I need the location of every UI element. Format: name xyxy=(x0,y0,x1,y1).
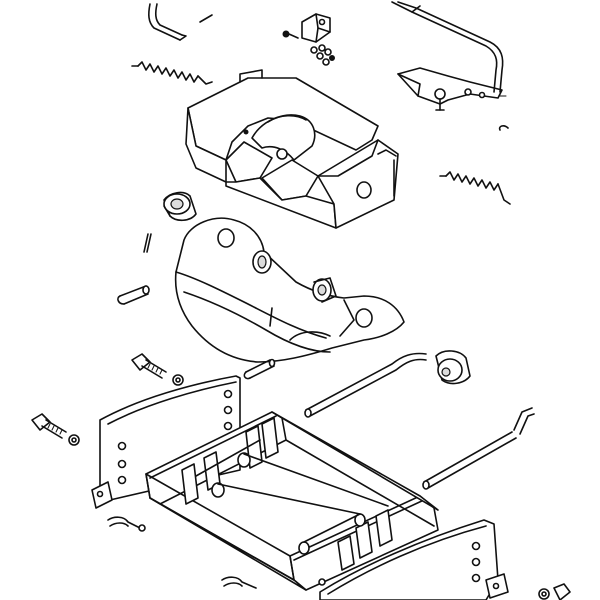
bushing-right xyxy=(435,350,471,385)
pivot-pin xyxy=(117,285,150,305)
retaining-clip xyxy=(498,125,509,131)
hitch-pin-clip xyxy=(107,516,257,589)
cotter-pin-left xyxy=(143,233,152,253)
spring-right xyxy=(439,171,511,205)
lock-bracket xyxy=(301,13,331,43)
bolt-upper xyxy=(131,353,184,386)
roll-pin-top xyxy=(199,14,213,23)
base-frame xyxy=(145,411,439,591)
rocker-saddle xyxy=(174,217,405,363)
bushing-center xyxy=(312,277,337,303)
bent-rod-middle xyxy=(304,352,427,418)
l-rod-right xyxy=(513,407,535,435)
spacer-pin xyxy=(243,358,276,380)
rubber-bushing-left xyxy=(163,191,197,222)
nut-washer-bottom xyxy=(538,583,571,600)
release-handle-rod xyxy=(148,3,187,41)
latch-linkage-rod xyxy=(391,1,507,111)
mounting-plate-right xyxy=(318,519,509,600)
small-hardware-set xyxy=(282,30,335,66)
top-plate xyxy=(185,69,399,229)
threaded-rod xyxy=(422,431,517,490)
bolt-lower xyxy=(31,413,80,446)
spring-upper-left xyxy=(131,61,213,85)
